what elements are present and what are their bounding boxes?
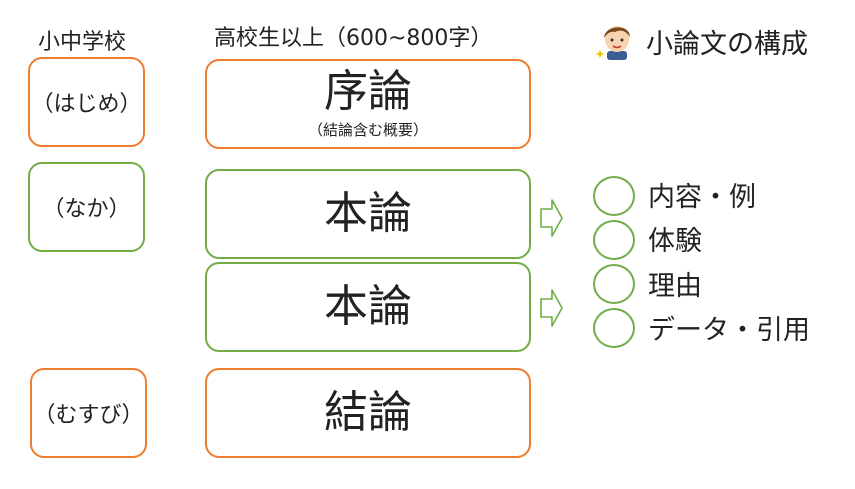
honron-label-2: 本論 [324, 280, 412, 332]
item-reason: 理由 [648, 271, 702, 302]
diagram-title: 小論文の構成 [646, 29, 808, 60]
musubi-label: （むすび） [33, 403, 144, 428]
naka-label: （なか） [42, 197, 131, 222]
header-elementary: 小中学校 [38, 30, 127, 55]
honron-label-1: 本論 [324, 187, 412, 239]
honron-box-1: 本論 [205, 169, 531, 259]
joron-label: 序論 [324, 66, 412, 118]
honron-box-2: 本論 [205, 262, 531, 352]
hajime-box: （はじめ） [28, 57, 145, 147]
musubi-box: （むすび） [30, 368, 147, 458]
arrow-right-icon [540, 198, 564, 242]
hajime-label: （はじめ） [31, 92, 142, 117]
item-content-example: 内容・例 [648, 182, 756, 213]
ketsuron-label: 結論 [324, 386, 412, 438]
item-circle-icon [593, 308, 635, 348]
joron-sublabel: （結論含む概要） [307, 120, 428, 139]
naka-box: （なか） [28, 162, 145, 252]
student-avatar-icon [595, 20, 637, 60]
joron-box: 序論 （結論含む概要） [205, 59, 531, 149]
item-circle-icon [593, 176, 635, 216]
arrow-right-icon [540, 288, 564, 332]
item-data-citation: データ・引用 [648, 315, 810, 346]
header-highschool: 高校生以上（600~800字） [214, 26, 493, 51]
ketsuron-box: 結論 [205, 368, 531, 458]
item-circle-icon [593, 220, 635, 260]
item-experience: 体験 [648, 226, 702, 257]
item-circle-icon [593, 264, 635, 304]
